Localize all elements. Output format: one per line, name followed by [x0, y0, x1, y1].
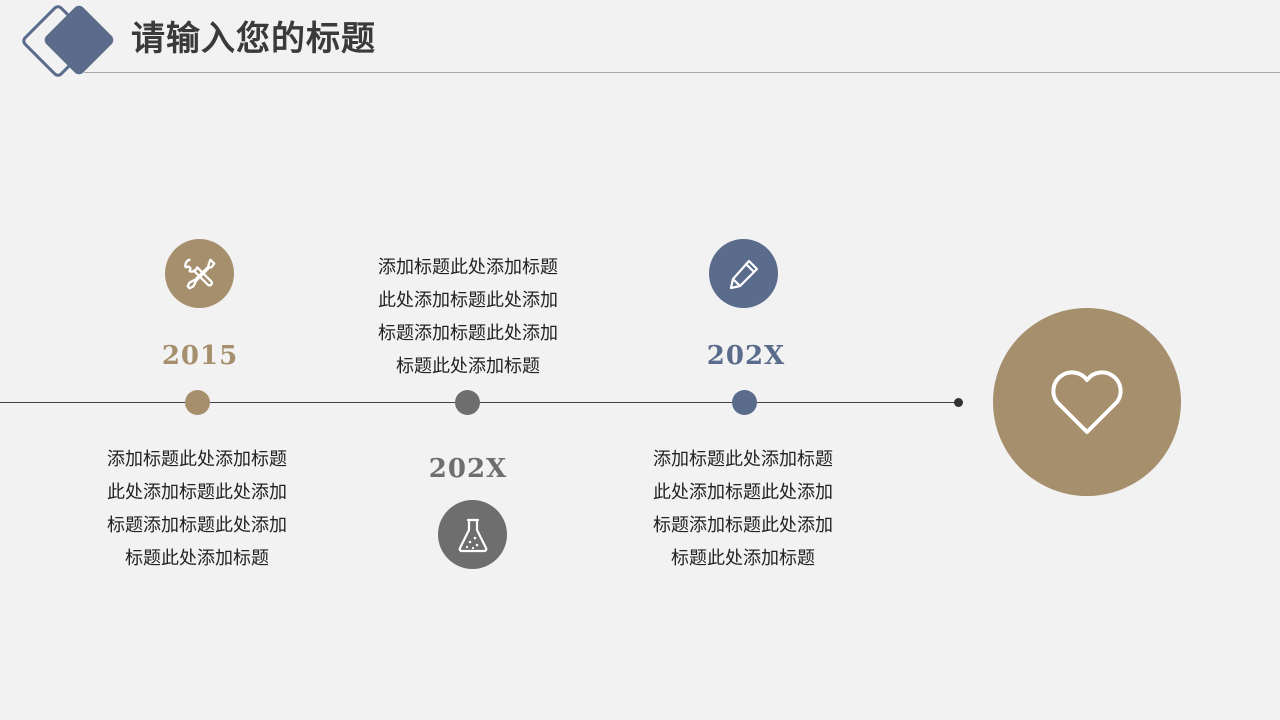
milestone-3-description: 添加标题此处添加标题 此处添加标题此处添加 标题添加标题此处添加 标题此处添加标…: [628, 443, 858, 575]
milestone-2-description: 添加标题此处添加标题 此处添加标题此处添加 标题添加标题此处添加 标题此处添加标…: [353, 251, 583, 383]
milestone-2-dot: [455, 390, 480, 415]
desc-line: 标题此处添加标题: [671, 548, 815, 569]
tools-icon: [183, 258, 215, 289]
desc-line: 此处添加标题此处添加: [653, 482, 833, 503]
milestone-2-year: 202X: [428, 454, 508, 484]
header-divider: [84, 72, 1280, 73]
desc-line: 标题此处添加标题: [396, 356, 540, 377]
page-title: 请输入您的标题: [131, 19, 376, 59]
desc-line: 标题添加标题此处添加: [107, 515, 287, 536]
milestone-1-description: 添加标题此处添加标题 此处添加标题此处添加 标题添加标题此处添加 标题此处添加标…: [82, 443, 312, 575]
desc-line: 标题此处添加标题: [125, 548, 269, 569]
pencil-icon: [729, 259, 758, 289]
desc-line: 标题添加标题此处添加: [378, 323, 558, 344]
timeline-line: [0, 402, 960, 403]
desc-line: 添加标题此处添加标题: [378, 257, 558, 278]
desc-line: 此处添加标题此处添加: [107, 482, 287, 503]
milestone-3-dot: [732, 390, 757, 415]
milestone-3-year: 202X: [706, 341, 786, 371]
desc-line: 添加标题此处添加标题: [107, 449, 287, 470]
milestone-1-year: 2015: [161, 341, 239, 371]
desc-line: 此处添加标题此处添加: [378, 290, 558, 311]
milestone-2-icon-circle: [438, 500, 507, 569]
milestone-3-icon-circle: [709, 239, 778, 308]
milestone-1-icon-circle: [165, 239, 234, 308]
heart-icon: [1051, 370, 1123, 434]
desc-line: 标题添加标题此处添加: [653, 515, 833, 536]
feature-circle: [993, 308, 1181, 496]
flask-icon: [458, 518, 487, 552]
timeline-end-dot: [954, 398, 963, 407]
milestone-1-dot: [185, 390, 210, 415]
desc-line: 添加标题此处添加标题: [653, 449, 833, 470]
